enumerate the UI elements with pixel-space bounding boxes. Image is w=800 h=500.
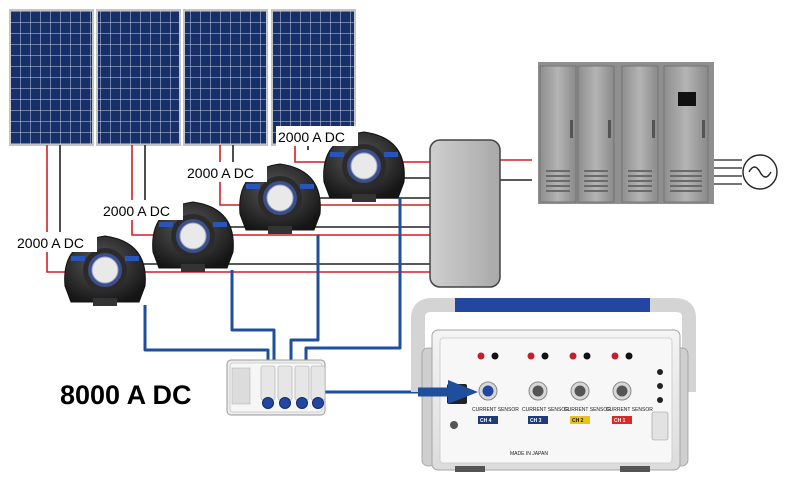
sensor-cable bbox=[289, 235, 320, 372]
cabinet-display bbox=[678, 92, 696, 106]
dc-positive-wire bbox=[46, 145, 430, 273]
sensor-cable bbox=[230, 270, 276, 372]
rating-text: 2000 A DC bbox=[187, 165, 254, 181]
cabinet-door bbox=[577, 65, 615, 203]
output-terminals bbox=[651, 369, 669, 441]
inverter-cabinet bbox=[538, 62, 714, 204]
dc-combiner-box bbox=[429, 139, 501, 288]
channel-tag: CH 4 bbox=[480, 418, 492, 424]
sensor-rating-label: 2000 A DC bbox=[101, 200, 183, 220]
current-sensor-jack[interactable] bbox=[532, 385, 544, 397]
voltage-terminal[interactable] bbox=[625, 352, 633, 360]
dc-positive-wire bbox=[131, 145, 430, 236]
voltage-terminal[interactable] bbox=[491, 352, 499, 360]
rating-text: 2000 A DC bbox=[17, 235, 84, 251]
current-sensor-jack[interactable] bbox=[482, 385, 494, 397]
channel-tag: CH 3 bbox=[530, 418, 542, 424]
cabinet-door bbox=[539, 65, 577, 203]
solar-panel bbox=[96, 9, 181, 146]
sensor-cable bbox=[304, 198, 402, 372]
current-sensor-jack[interactable] bbox=[574, 385, 586, 397]
junction-port[interactable] bbox=[277, 365, 293, 409]
channel-tag: CH 1 bbox=[614, 418, 626, 424]
rating-text: 2000 A DC bbox=[278, 129, 345, 145]
junction-port[interactable] bbox=[310, 365, 326, 409]
current-sensor bbox=[64, 235, 146, 306]
cabinet-door bbox=[663, 65, 709, 203]
channel-caption: CURRENT SENSOR bbox=[472, 407, 519, 413]
voltage-terminal[interactable] bbox=[611, 352, 619, 360]
channel-caption: CURRENT SENSOR bbox=[564, 407, 611, 413]
current-sensor-jack[interactable] bbox=[616, 385, 628, 397]
dc-positive-wire bbox=[294, 145, 330, 163]
total-rating-label: 8000 A DC bbox=[60, 380, 192, 410]
voltage-terminal[interactable] bbox=[541, 352, 549, 360]
sensor-junction-unit bbox=[226, 359, 326, 416]
voltage-terminal[interactable] bbox=[527, 352, 535, 360]
solar-panel bbox=[271, 9, 356, 146]
junction-port[interactable] bbox=[294, 365, 310, 409]
analyzer-channel: CURRENT SENSOR CH 4 bbox=[472, 352, 519, 424]
current-sensor bbox=[152, 201, 234, 272]
analyzer-channel: CURRENT SENSOR CH 2 bbox=[564, 352, 611, 424]
power-switch[interactable] bbox=[450, 421, 458, 429]
ac-output-wire bbox=[710, 159, 742, 185]
cabinet-door bbox=[621, 65, 659, 203]
channel-tag: CH 2 bbox=[572, 418, 584, 424]
analyzer-footer-text: MADE IN JAPAN bbox=[510, 451, 548, 457]
voltage-terminal[interactable] bbox=[477, 352, 485, 360]
channel-caption: CURRENT SENSOR bbox=[522, 407, 569, 413]
channel-caption: CURRENT SENSOR bbox=[606, 407, 653, 413]
analyzer-channel: CURRENT SENSOR CH 3 bbox=[522, 352, 569, 424]
rating-text: 2000 A DC bbox=[103, 203, 170, 219]
voltage-terminal[interactable] bbox=[583, 352, 591, 360]
solar-panel bbox=[183, 9, 268, 146]
analyzer-channel: CURRENT SENSOR CH 1 bbox=[606, 352, 653, 424]
sensor-rating-label: 2000 A DC bbox=[185, 162, 267, 182]
sensor-rating-label: 2000 A DC bbox=[276, 126, 358, 146]
signal-arrow bbox=[418, 380, 478, 404]
voltage-terminal[interactable] bbox=[569, 352, 577, 360]
solar-panel bbox=[9, 9, 94, 146]
ac-grid-symbol bbox=[742, 154, 778, 190]
junction-port[interactable] bbox=[260, 365, 276, 409]
current-sensor bbox=[323, 131, 405, 202]
sensor-rating-label: 2000 A DC bbox=[15, 232, 97, 252]
